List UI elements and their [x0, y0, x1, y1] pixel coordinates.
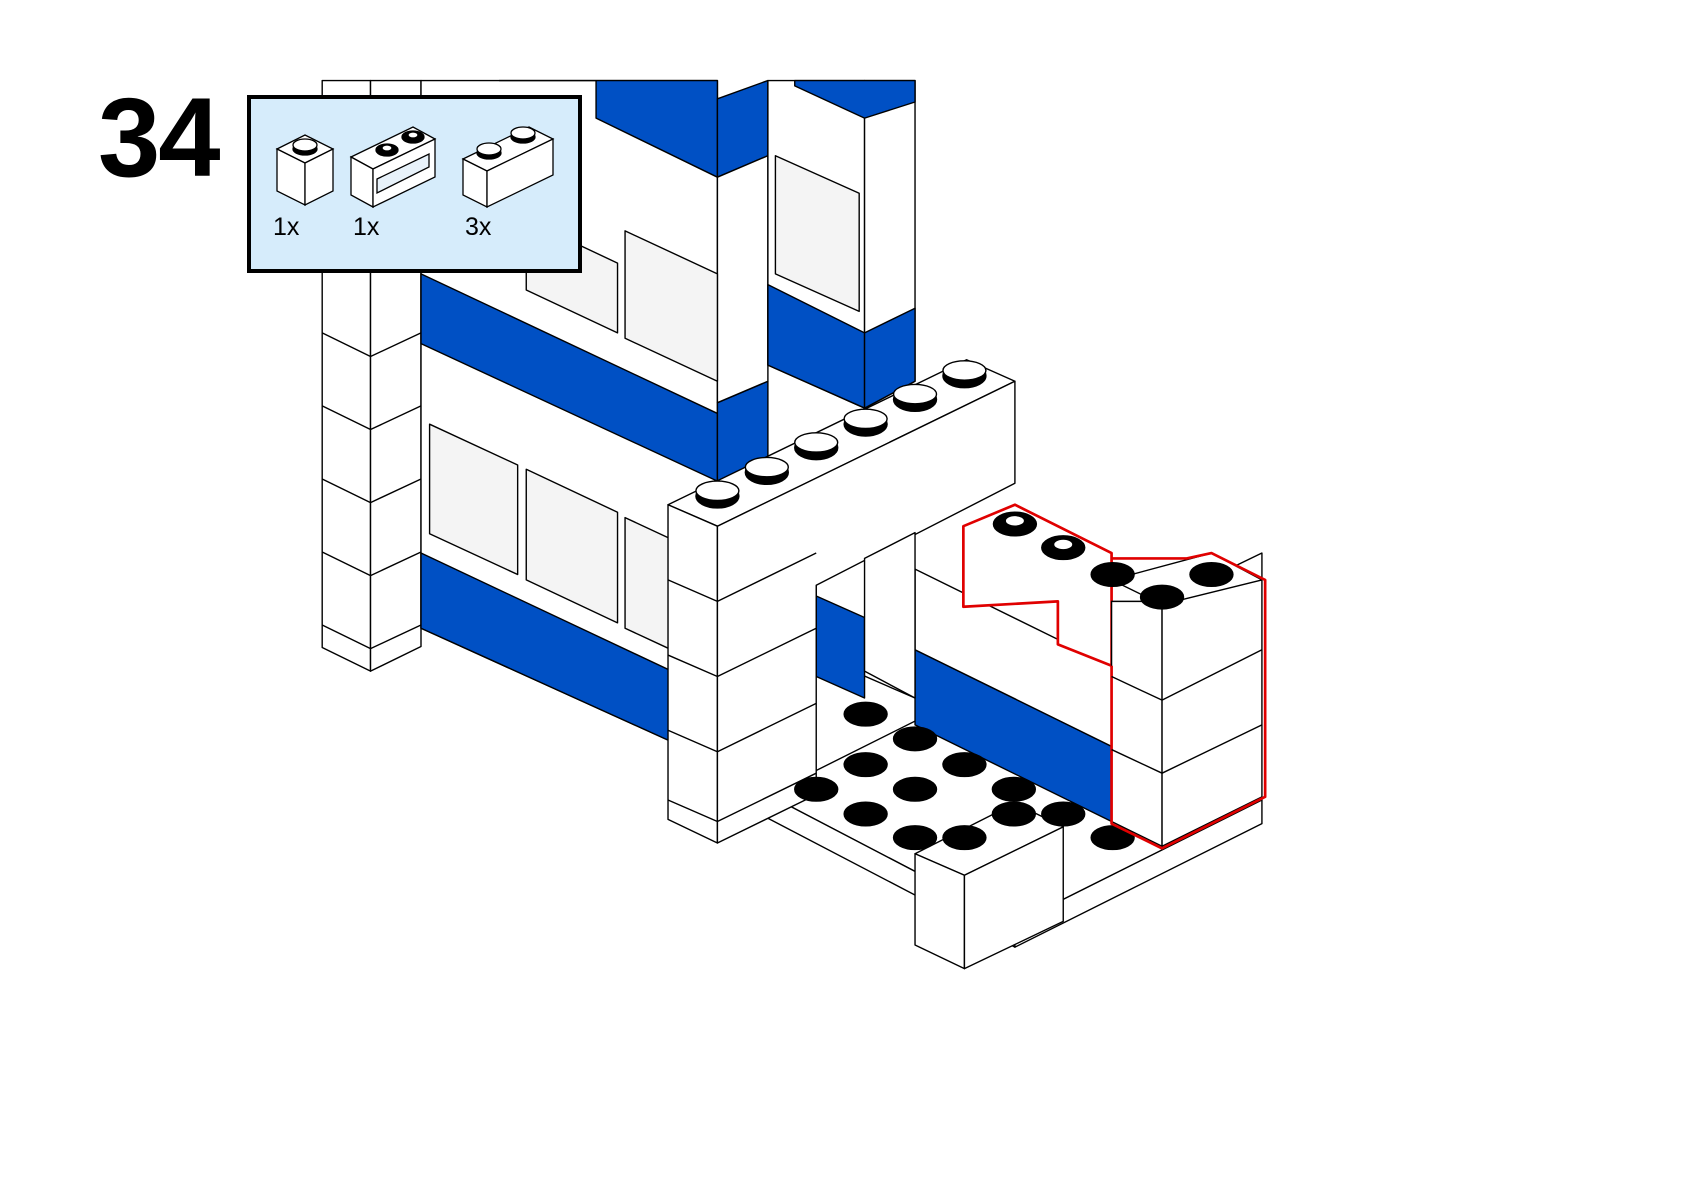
quantity-label: 3x	[465, 213, 492, 241]
new-bricks-front	[1110, 600, 1163, 847]
right-tower-blue-side	[863, 307, 916, 409]
facade-side-white	[716, 155, 769, 404]
studs	[695, 363, 1135, 851]
brick-1x1-icon	[275, 134, 335, 207]
window	[624, 230, 719, 382]
window	[525, 468, 619, 624]
quantity-label: 1x	[353, 213, 380, 241]
brick-1x2-icon	[461, 126, 555, 209]
window	[774, 155, 860, 313]
arch-pillar-side	[863, 531, 916, 699]
step-number: 34	[98, 75, 221, 200]
highlight-outline	[1110, 551, 1267, 850]
right-tower-blue-top	[794, 79, 916, 119]
blue-stripe-top	[498, 79, 719, 178]
front-brick-side	[963, 826, 1064, 970]
quantity-label: 1x	[273, 213, 300, 241]
parts-list-callout: 1x 1x 3x	[247, 95, 582, 273]
arch-front	[716, 380, 1016, 844]
window-brick-icon	[349, 126, 437, 209]
window	[428, 423, 519, 576]
window	[624, 516, 672, 651]
